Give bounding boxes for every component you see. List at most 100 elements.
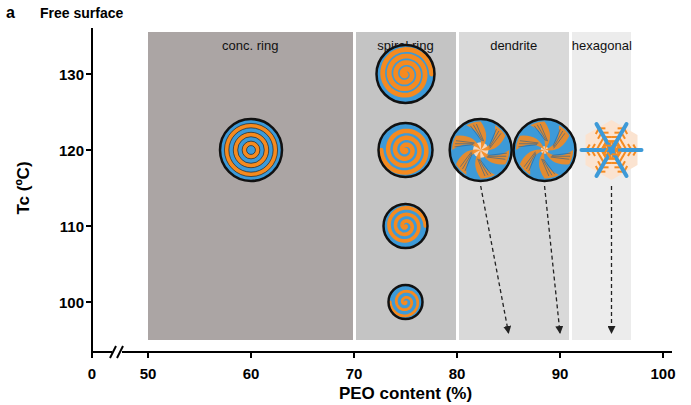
y-axis: [91, 28, 93, 352]
region-band: conc. ring: [148, 32, 353, 340]
hexagon-branch: [599, 171, 605, 173]
dendrite-hatch: [478, 159, 485, 176]
chart-title: Free surface: [40, 5, 123, 21]
dendrite-hatch: [455, 145, 474, 147]
region-label: dendrite: [459, 32, 569, 53]
spiral-spherulite: [389, 285, 423, 319]
hexagon-branch: [607, 150, 611, 158]
hexagon-branch: [587, 144, 590, 150]
x-axis: [122, 351, 672, 353]
hexagon-branch: [611, 162, 619, 164]
region-label: spiral ring: [356, 32, 456, 53]
tick-label: 100: [650, 365, 675, 382]
region-band: dendrite: [459, 32, 569, 340]
dendrite-hatch: [553, 129, 560, 146]
hexagon-branch: [596, 128, 599, 134]
ring-spherulite: [233, 132, 268, 167]
tick-label: 80: [449, 365, 466, 382]
hexagon-branch: [617, 151, 621, 158]
hexagon-branch: [587, 150, 590, 156]
hexagon-arm: [612, 148, 642, 152]
ring-spherulite: [229, 128, 273, 172]
hexagon-branch: [604, 136, 612, 138]
spiral-band: [381, 131, 426, 173]
hexagon-branch: [628, 150, 632, 156]
dendrite-branch: [481, 150, 510, 164]
hexagon-branch: [597, 143, 601, 150]
y-tick: [86, 73, 92, 75]
dendrite-hatch: [543, 159, 552, 175]
hexagon-arm: [597, 124, 612, 150]
dendrite-hatch: [473, 125, 482, 141]
tick-label: 0: [88, 365, 96, 382]
dendrite-hatch: [554, 133, 565, 148]
dendrite-hatch: [529, 154, 536, 171]
tick-label: 100: [59, 294, 84, 311]
axis-break: [117, 346, 123, 358]
hexagon-branch: [614, 147, 618, 155]
hexagon-branch: [617, 141, 621, 148]
x-axis: [92, 351, 112, 353]
dendrite-branch: [530, 121, 550, 150]
hexagon-branch: [602, 143, 606, 150]
x-tick: [456, 352, 458, 358]
tick-label: 110: [60, 218, 84, 235]
tick-label: 70: [346, 365, 363, 382]
y-tick: [86, 149, 92, 151]
hexagon-branch: [611, 136, 619, 138]
dendrite-branch: [466, 121, 486, 150]
dendrite-branch: [456, 150, 481, 175]
spherulite-outline: [514, 119, 576, 181]
hexagon-branch: [624, 166, 627, 172]
dendrite-hatch: [551, 156, 570, 157]
hexagon-branch: [607, 158, 615, 160]
hexagon-branch: [602, 150, 606, 157]
y-tick: [86, 225, 92, 227]
hexagon-branch: [617, 143, 621, 150]
hexagon-branch: [592, 150, 596, 156]
dendrite-hatch: [544, 159, 555, 174]
dendrite-hatch: [479, 159, 488, 175]
dendrite-hatch: [470, 126, 481, 141]
dendrite-hatch: [519, 143, 538, 144]
leader-arrow: [611, 186, 612, 333]
dendrite-branch: [545, 150, 574, 164]
dendrite-branch: [520, 150, 545, 175]
x-tick: [559, 352, 561, 358]
hexagon-branch: [628, 144, 632, 150]
hexagon-branch: [592, 144, 596, 150]
dendrite-hatch: [552, 153, 571, 155]
dendrite-hatch: [537, 125, 546, 141]
hexagon-branch: [614, 166, 621, 168]
hexagon-branch: [605, 147, 609, 155]
x-tick: [662, 352, 664, 358]
x-tick: [353, 352, 355, 358]
dendrite-hatch: [524, 152, 535, 167]
dendrite-hatch: [488, 156, 507, 157]
hexagon-arm: [612, 150, 627, 176]
ring-spherulite: [220, 119, 282, 181]
dendrite-hatch: [489, 129, 496, 146]
panel-letter: a: [6, 4, 15, 22]
ring-spherulite: [247, 146, 256, 155]
ring-spherulite: [242, 141, 260, 159]
spiral-spherulite: [379, 123, 433, 177]
dendrite-hatch: [490, 131, 499, 147]
hexagon-branch: [614, 146, 618, 154]
ring-spherulite: [238, 137, 265, 164]
spiral-band: [389, 208, 425, 241]
hexagon-branch: [604, 162, 612, 164]
hexagon-branch: [609, 153, 618, 155]
hexagon-branch: [614, 132, 621, 134]
dendrite-hatch: [488, 153, 507, 155]
dendrite-hatch: [487, 157, 506, 159]
hexagon-branch: [605, 145, 614, 147]
x-tick: [91, 352, 93, 358]
hexagon-branch: [597, 150, 601, 157]
tick-label: 130: [59, 66, 84, 83]
hexagon-branch: [633, 150, 636, 156]
hexagon-branch: [605, 146, 609, 154]
x-tick: [147, 352, 149, 358]
hexagon-branch: [622, 133, 626, 139]
hexagon-branch: [598, 161, 602, 167]
